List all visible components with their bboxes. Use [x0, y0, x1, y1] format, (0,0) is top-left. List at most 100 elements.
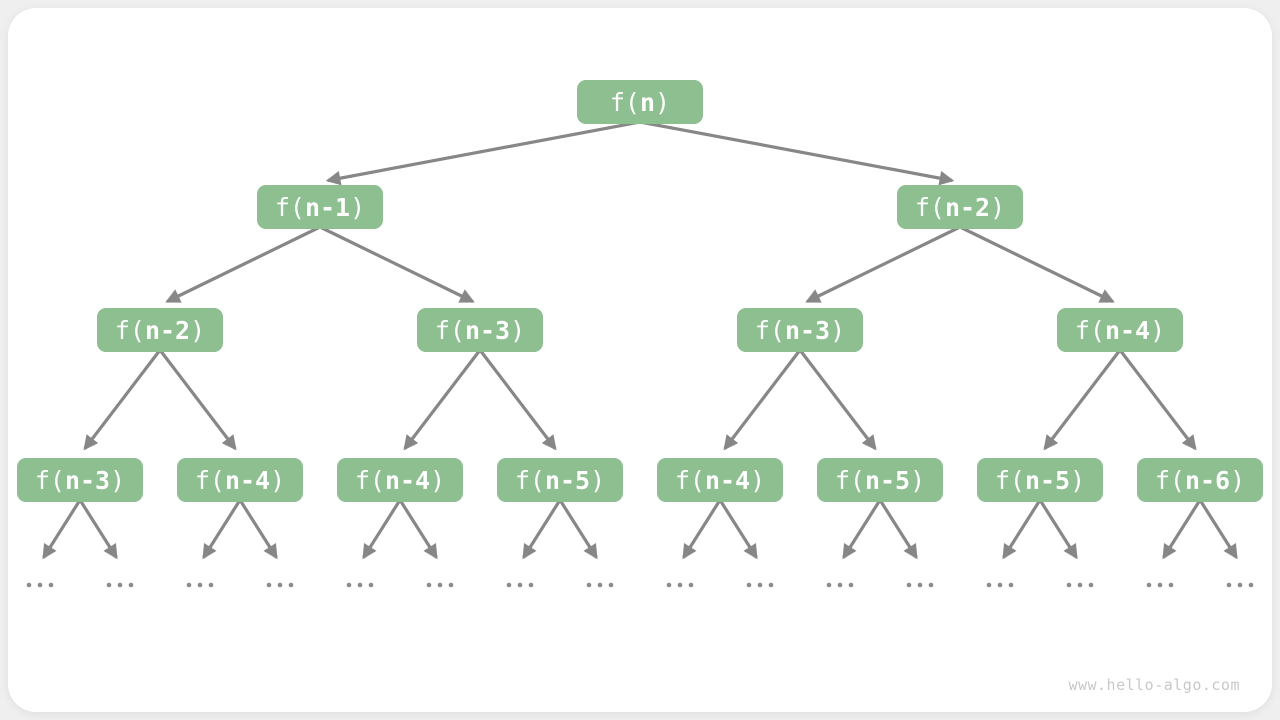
- tree-node-box: [577, 80, 703, 124]
- tree-node-label: f(n-4): [355, 466, 445, 495]
- tree-node-box: [337, 458, 463, 502]
- tree-node-box: [497, 458, 623, 502]
- canvas-card: [8, 8, 1272, 712]
- ellipsis-dot: [368, 582, 374, 588]
- edge-arrow: [158, 349, 237, 451]
- ellipsis-dot: [1088, 582, 1094, 588]
- edge-arrow: [639, 120, 955, 186]
- ellipsis-dot: [48, 582, 54, 588]
- edge-arrow: [798, 349, 877, 451]
- edge-arrow: [718, 499, 758, 560]
- tree-node-label: f(n-5): [995, 466, 1085, 495]
- ellipsis: [986, 582, 1014, 588]
- ellipsis-dot: [768, 582, 774, 588]
- tree-node: f(n-2): [97, 308, 223, 352]
- tree-node: f(n-5): [497, 458, 623, 502]
- tree-node-label: f(n): [610, 88, 670, 117]
- ellipsis-dot: [826, 582, 832, 588]
- tree-node-label: f(n-4): [195, 466, 285, 495]
- ellipsis-dot: [1077, 582, 1083, 588]
- ellipsis-dot: [1066, 582, 1072, 588]
- ellipsis-dot: [746, 582, 752, 588]
- ellipsis-dot: [117, 582, 123, 588]
- edge-arrow: [1002, 499, 1042, 560]
- tree-node-label: f(n-3): [435, 316, 525, 345]
- ellipsis-dot: [597, 582, 603, 588]
- ellipsis-dot: [677, 582, 683, 588]
- ellipsis-dot: [666, 582, 672, 588]
- ellipsis-dot: [1168, 582, 1174, 588]
- tree-node-label: f(n-6): [1155, 466, 1245, 495]
- tree-node-box: [817, 458, 943, 502]
- edge-arrow: [878, 499, 918, 560]
- ellipsis-dot: [917, 582, 923, 588]
- edge-arrow: [319, 225, 475, 303]
- edge-arrow: [325, 120, 641, 186]
- tree-node: f(n-4): [337, 458, 463, 502]
- ellipsis: [26, 582, 54, 588]
- edge-arrow: [165, 225, 321, 303]
- tree-node-box: [257, 185, 383, 229]
- ellipsis-dot: [906, 582, 912, 588]
- ellipsis: [666, 582, 694, 588]
- edge-arrow: [522, 499, 562, 560]
- ellipsis-dot: [106, 582, 112, 588]
- ellipsis-dot: [437, 582, 443, 588]
- ellipsis-dot: [1146, 582, 1152, 588]
- ellipsis-dot: [608, 582, 614, 588]
- ellipsis: [506, 582, 534, 588]
- ellipsis-dot: [757, 582, 763, 588]
- ellipsis-layer: [26, 582, 1254, 588]
- tree-node-box: [17, 458, 143, 502]
- edge-arrow: [42, 499, 82, 560]
- ellipsis-dot: [197, 582, 203, 588]
- tree-node: f(n-1): [257, 185, 383, 229]
- edge-arrow: [78, 499, 118, 560]
- edge-arrow: [398, 499, 438, 560]
- tree-node: f(n-5): [817, 458, 943, 502]
- ellipsis: [426, 582, 454, 588]
- tree-node: f(n-3): [737, 308, 863, 352]
- tree-node: f(n-3): [417, 308, 543, 352]
- ellipsis-dot: [1226, 582, 1232, 588]
- ellipsis-dot: [1008, 582, 1014, 588]
- ellipsis-dot: [288, 582, 294, 588]
- ellipsis-dot: [128, 582, 134, 588]
- tree-node: f(n-4): [177, 458, 303, 502]
- ellipsis-dot: [448, 582, 454, 588]
- edge-arrow: [1043, 349, 1122, 451]
- edges-layer: [42, 120, 1238, 560]
- edge-arrow: [202, 499, 242, 560]
- ellipsis-dot: [1237, 582, 1243, 588]
- tree-node-label: f(n-3): [35, 466, 125, 495]
- tree-node-label: f(n-1): [275, 193, 365, 222]
- ellipsis-dot: [346, 582, 352, 588]
- tree-node: f(n-2): [897, 185, 1023, 229]
- ellipsis-dot: [688, 582, 694, 588]
- ellipsis-dot: [506, 582, 512, 588]
- ellipsis-dot: [37, 582, 43, 588]
- ellipsis: [266, 582, 294, 588]
- edge-arrow: [1038, 499, 1078, 560]
- tree-node-label: f(n-3): [755, 316, 845, 345]
- tree-node-box: [417, 308, 543, 352]
- ellipsis-dot: [26, 582, 32, 588]
- edge-arrow: [362, 499, 402, 560]
- edge-arrow: [478, 349, 557, 451]
- tree-node-label: f(n-4): [675, 466, 765, 495]
- ellipsis-dot: [586, 582, 592, 588]
- tree-node-box: [737, 308, 863, 352]
- ellipsis: [186, 582, 214, 588]
- ellipsis: [746, 582, 774, 588]
- ellipsis-dot: [186, 582, 192, 588]
- edge-arrow: [1162, 499, 1202, 560]
- ellipsis-dot: [528, 582, 534, 588]
- edge-arrow: [682, 499, 722, 560]
- tree-node-label: f(n-4): [1075, 316, 1165, 345]
- tree-node-box: [897, 185, 1023, 229]
- ellipsis-dot: [1157, 582, 1163, 588]
- tree-node-box: [657, 458, 783, 502]
- edge-arrow: [558, 499, 598, 560]
- ellipsis: [906, 582, 934, 588]
- edge-arrow: [403, 349, 482, 451]
